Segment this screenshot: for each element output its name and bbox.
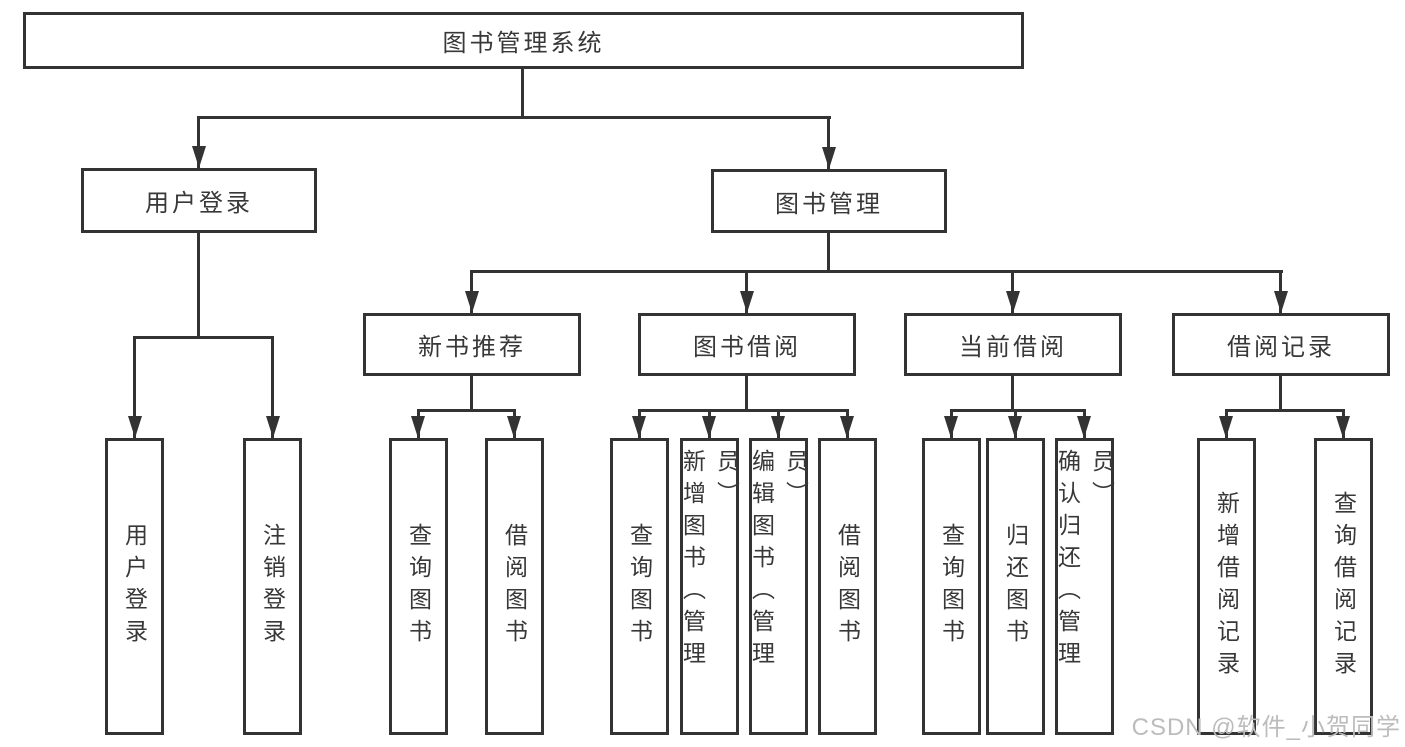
- leaf-borrow-add-book-admin: 新增图书（管理员）: [680, 438, 740, 735]
- edge-root-to-user-login: [197, 116, 200, 168]
- leaf-logout: 注销登录: [243, 438, 302, 735]
- leaf-current-query-book: 查询图书: [922, 438, 981, 735]
- edge-book-mgmt-stem: [827, 233, 830, 270]
- arrowhead-leaf-rec-query-icon: [411, 416, 425, 438]
- node-current-borrow: 当前借阅: [904, 313, 1122, 376]
- edge-to-leaf-logout: [271, 336, 274, 438]
- leaf-borrow-edit-book-admin: 编辑图书（管理员）: [749, 438, 809, 735]
- arrowhead-leaf-cb-query-icon: [944, 416, 958, 438]
- arrowhead-leaf-cb-confirm-icon: [1077, 416, 1091, 438]
- leaf-current-confirm-return-admin: 确认归还（管理员）: [1055, 438, 1115, 735]
- edge-root-stem: [521, 68, 524, 118]
- edge-borrow-records-rake: [1225, 409, 1345, 412]
- edge-book-borrow-stem: [745, 376, 748, 409]
- arrowhead-book-borrow-icon: [740, 291, 754, 313]
- arrowhead-leaf-user-login-icon: [128, 416, 142, 438]
- arrowhead-leaf-bb-edit-icon: [771, 416, 785, 438]
- node-book-management: 图书管理: [711, 169, 947, 233]
- arrowhead-current-borrow-icon: [1006, 291, 1020, 313]
- arrowhead-user-login-icon: [192, 146, 206, 168]
- leaf-records-query-record: 查询借阅记录: [1314, 438, 1373, 735]
- node-borrow-records: 借阅记录: [1172, 313, 1390, 376]
- arrowhead-leaf-logout-icon: [266, 416, 280, 438]
- arrowhead-new-book-rec-icon: [465, 291, 479, 313]
- node-new-book-recommend: 新书推荐: [363, 313, 581, 376]
- leaf-recommend-query-book: 查询图书: [389, 438, 448, 735]
- leaf-borrow-query-book: 查询图书: [610, 438, 669, 735]
- leaf-borrow-borrow-book: 借阅图书: [818, 438, 877, 735]
- arrowhead-leaf-cb-return-icon: [1008, 416, 1022, 438]
- leaf-records-add-record: 新增借阅记录: [1197, 438, 1256, 735]
- arrowhead-leaf-bb-borrow-icon: [840, 416, 854, 438]
- edge-level3-rake: [471, 270, 1283, 273]
- arrowhead-leaf-br-query-icon: [1336, 416, 1350, 438]
- edge-user-login-rake: [133, 336, 274, 339]
- node-book-borrow: 图书借阅: [638, 313, 856, 376]
- arrowhead-borrow-records-icon: [1274, 291, 1288, 313]
- arrowhead-leaf-br-add-icon: [1219, 416, 1233, 438]
- leaf-recommend-borrow-book: 借阅图书: [485, 438, 544, 735]
- edge-user-login-stem: [197, 233, 200, 336]
- node-root: 图书管理系统: [23, 12, 1024, 69]
- csdn-watermark: CSDN @软件_小贺同学: [1131, 714, 1401, 741]
- edge-current-borrow-rake: [950, 409, 1086, 412]
- leaf-user-login: 用户登录: [105, 438, 164, 735]
- edge-to-leaf-user-login: [133, 336, 136, 438]
- edge-book-borrow-rake: [638, 409, 849, 412]
- edge-root-rake: [198, 116, 831, 119]
- edge-new-book-rec-stem: [470, 376, 473, 409]
- edge-new-book-rec-rake: [417, 409, 516, 412]
- edge-current-borrow-stem: [1011, 376, 1014, 409]
- arrowhead-leaf-rec-borrow-icon: [507, 416, 521, 438]
- edge-borrow-records-stem: [1279, 376, 1282, 409]
- arrowhead-leaf-bb-add-icon: [702, 416, 716, 438]
- edge-root-to-book-mgmt: [827, 116, 830, 169]
- arrowhead-leaf-bb-query-icon: [632, 416, 646, 438]
- leaf-current-return-book: 归还图书: [986, 438, 1045, 735]
- node-user-login: 用户登录: [81, 168, 317, 233]
- arrowhead-book-mgmt-icon: [822, 147, 836, 169]
